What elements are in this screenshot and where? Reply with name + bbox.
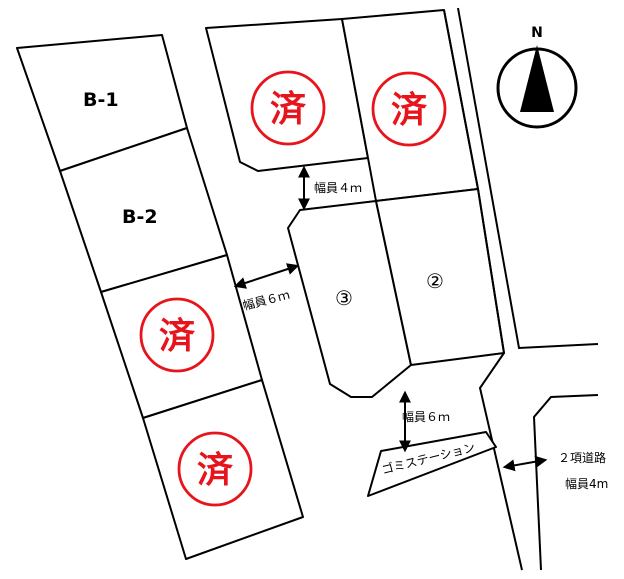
road-width-4m-label: 幅員４ｍ — [314, 180, 362, 195]
sold-stamp-west-lower: 済 — [177, 431, 253, 507]
southeast-road-edge — [532, 394, 599, 571]
svg-text:済: 済 — [197, 450, 233, 491]
lot-3-label: ③ — [335, 286, 353, 310]
lot-3[interactable] — [287, 200, 412, 398]
lot-b2-label: B-2 — [122, 206, 158, 228]
compass-needle-icon — [520, 45, 554, 112]
dimension-arrow-public-road — [502, 455, 548, 472]
public-road-width-label: 幅員4m — [565, 476, 608, 491]
svg-text:済: 済 — [391, 90, 427, 131]
lot-2-label: ② — [426, 269, 444, 293]
sold-stamp-west-upper: 済 — [139, 297, 215, 373]
compass-north-label: N — [531, 25, 543, 41]
road-width-6m-south-label: 幅員６ｍ — [402, 409, 450, 424]
public-road-name-label: ２項道路 — [558, 450, 606, 465]
east-road-east-edge — [457, 7, 599, 350]
svg-text:済: 済 — [270, 89, 306, 130]
sold-stamp-north-right: 済 — [371, 71, 447, 147]
sold-stamp-north-left: 済 — [250, 70, 326, 146]
lot-b1-label: B-1 — [83, 89, 119, 111]
north-compass: N — [496, 25, 578, 129]
road-width-6m-west-label: 幅員６ｍ — [241, 287, 291, 313]
svg-text:済: 済 — [159, 316, 195, 357]
dimension-arrow-6m-west — [233, 263, 300, 289]
